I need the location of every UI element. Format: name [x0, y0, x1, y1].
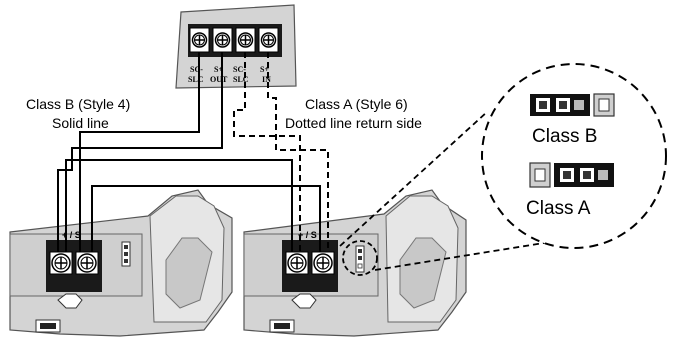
callout-large-circle [481, 63, 667, 249]
module-left-screw-2-icon [77, 253, 97, 273]
panel-connector: SC- SLC S+ OUT SC- SLC S+ IN [175, 4, 297, 89]
connector-screw-4-icon [260, 32, 277, 48]
connector-screw-3-icon [237, 32, 254, 48]
terminal-label-4-top: S+ [260, 65, 269, 74]
connector-screw-1-icon [191, 32, 208, 48]
inset-class-b-jumper: Class B [530, 93, 615, 147]
terminal-label-2-bottom: OUT [210, 75, 228, 84]
module-left-screw-1-icon [51, 253, 71, 273]
class-b-caption: Class B (Style 4) [26, 96, 130, 112]
wire-sc-slc-return [233, 52, 301, 252]
inset-class-a-jumper: Class A [526, 162, 614, 219]
module-left-terminal-marks: + / S [62, 230, 81, 240]
terminal-label-1-bottom: SLC [188, 75, 204, 84]
module-left: + / S [9, 189, 233, 337]
terminal-label-3-top: SC- [233, 65, 246, 74]
module-right-terminal-marks: + / S [298, 230, 317, 240]
module-right-screw-1-icon [287, 253, 307, 273]
callout-small-circle [342, 240, 378, 276]
module-right-screw-2-icon [313, 253, 333, 273]
terminal-label-2-top: S+ [214, 65, 223, 74]
connector-screw-2-icon [214, 32, 231, 48]
class-a-return-wires [233, 52, 329, 252]
terminal-label-4-bottom: IN [262, 75, 271, 84]
wire-left-to-right-plus [65, 159, 293, 252]
wire-left-to-right-minus [91, 185, 321, 252]
module-right: + / S [243, 189, 467, 337]
class-a-caption: Class A (Style 6) [305, 96, 408, 112]
zoom-callout [339, 63, 667, 276]
class-b-caption-sub: Solid line [52, 115, 109, 131]
class-b-wires [57, 52, 321, 252]
module-right-hex-icon [291, 293, 317, 309]
wire-s-in-return [267, 52, 329, 252]
terminal-label-1-top: SC- [190, 65, 203, 74]
class-a-caption-sub: Dotted line return side [285, 115, 422, 131]
class-a-label: Class A [526, 198, 591, 219]
class-b-label: Class B [532, 126, 597, 147]
wire-sc-slc-to-left-minus [79, 52, 200, 252]
terminal-label-3-bottom: SLC [233, 75, 249, 84]
callout-line-top [339, 111, 488, 247]
module-left-hex-icon [57, 293, 83, 309]
